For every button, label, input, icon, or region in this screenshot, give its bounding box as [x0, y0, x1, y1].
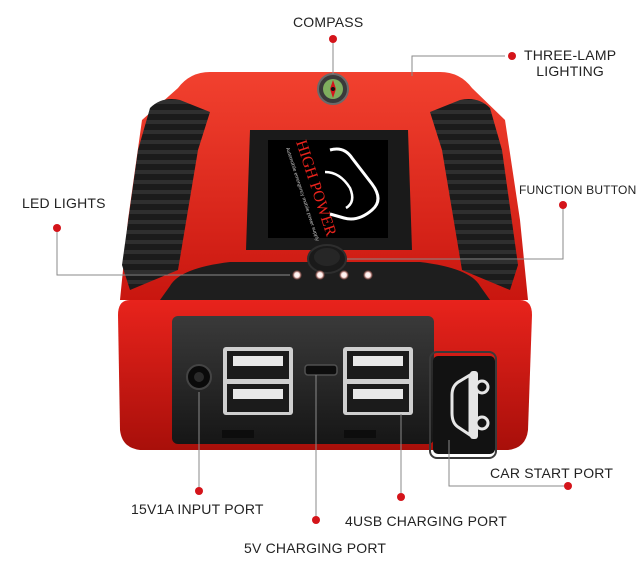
car-icon [450, 371, 490, 439]
led-1 [292, 270, 302, 280]
marker-compass [329, 35, 337, 43]
bottom-slot-left [222, 430, 254, 438]
callout-function-button: FUNCTION BUTTON [519, 183, 637, 197]
usb-ports-left[interactable] [223, 347, 293, 415]
marker-led [53, 224, 61, 232]
car-outline-graphic [329, 147, 380, 221]
marker-usb [397, 493, 405, 501]
led-4 [363, 270, 373, 280]
marker-function [559, 201, 567, 209]
usb-ports-right[interactable] [343, 347, 413, 415]
bottom-slot-right [344, 430, 376, 438]
callout-5v-charging-port: 5V CHARGING PORT [244, 540, 387, 556]
marker-5v [312, 516, 320, 524]
right-rubber-grip [430, 99, 518, 290]
callout-car-start-port: CAR START PORT [490, 465, 614, 481]
led-indicator-row [292, 270, 373, 280]
callout-input-port: 15V1A INPUT PORT [131, 501, 264, 517]
led-2 [315, 270, 325, 280]
dc-input-port[interactable] [186, 364, 212, 390]
marker-three-lamp [508, 52, 516, 60]
micro-usb-port[interactable] [304, 364, 338, 376]
car-start-panel [433, 356, 495, 454]
callout-compass: COMPASS [293, 14, 364, 30]
marker-car [564, 482, 572, 490]
callout-three-lamp-lighting: THREE-LAMP LIGHTING [524, 47, 616, 79]
callout-usb-charging-port: 4USB CHARGING PORT [345, 513, 508, 529]
led-3 [339, 270, 349, 280]
callout-three-lamp-line1: THREE-LAMP [524, 47, 617, 63]
callout-markers [53, 35, 572, 524]
left-rubber-grip [122, 99, 210, 290]
marker-input [195, 487, 203, 495]
function-button[interactable] [307, 244, 347, 274]
callout-led-lights: LED LIGHTS [22, 195, 106, 211]
label-panel: HIGH POWER Automobile emergency mobile p… [268, 138, 388, 242]
callout-three-lamp-line2: LIGHTING [536, 63, 604, 79]
compass-icon [317, 73, 349, 105]
leader-lines [56, 39, 567, 518]
